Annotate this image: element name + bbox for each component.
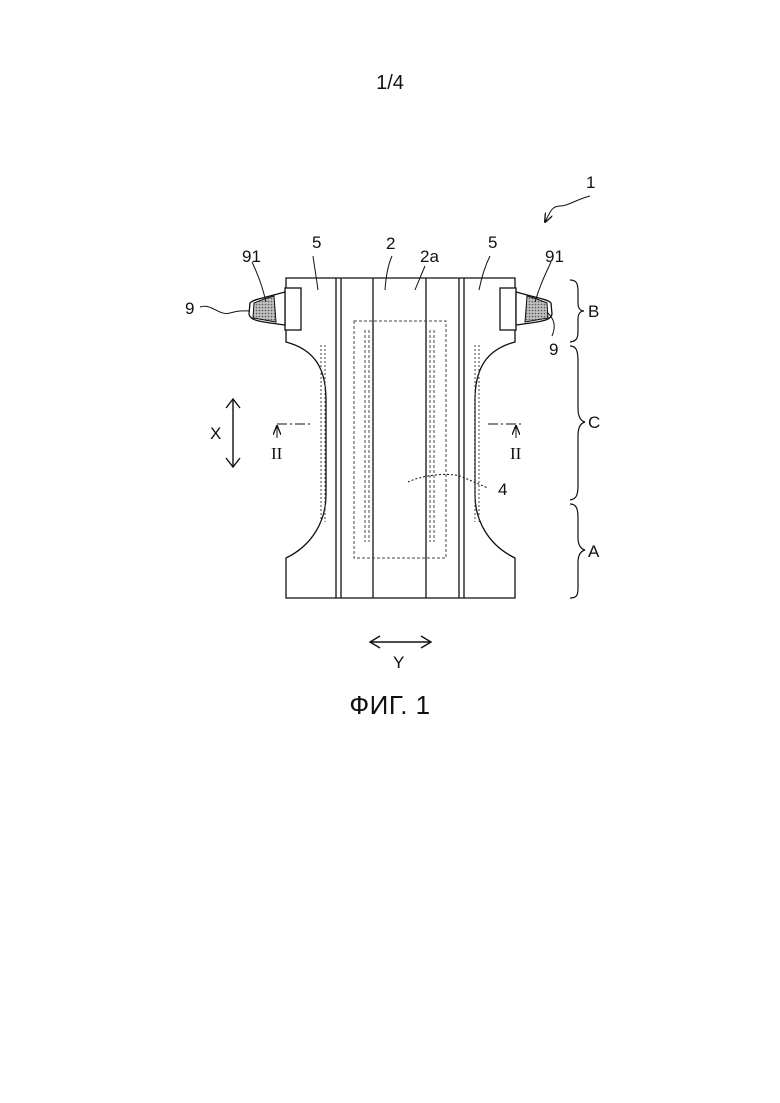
x-direction-arrow xyxy=(226,399,240,467)
label-topsheet-part: 2a xyxy=(420,247,439,266)
diaper-outline xyxy=(286,278,515,598)
y-direction-arrow xyxy=(370,636,431,648)
label-fastener-left: 9 xyxy=(185,299,194,318)
label-region-c: C xyxy=(588,413,600,432)
label-side-left: 5 xyxy=(312,233,321,252)
label-side-right: 5 xyxy=(488,233,497,252)
label-topsheet: 2 xyxy=(386,234,395,253)
longitudinal-lines xyxy=(336,278,464,598)
label-region-a: A xyxy=(588,542,600,561)
left-fastener xyxy=(249,288,301,330)
absorbent-core xyxy=(354,321,446,558)
label-direction-x: X xyxy=(210,424,221,443)
label-tab-left: 91 xyxy=(242,247,261,266)
region-braces xyxy=(570,280,585,598)
label-direction-y: Y xyxy=(393,653,404,672)
label-section-right: II xyxy=(510,444,522,463)
label-tab-right: 91 xyxy=(545,247,564,266)
label-section-left: II xyxy=(271,444,283,463)
section-line-ii xyxy=(277,424,523,438)
label-region-b: B xyxy=(588,302,599,321)
label-absorber: 4 xyxy=(498,480,507,499)
label-article-1: 1 xyxy=(586,173,595,192)
right-fastener xyxy=(500,288,552,330)
label-fastener-right: 9 xyxy=(549,340,558,359)
leg-elastics xyxy=(321,345,479,522)
figure-caption: ФИГ. 1 xyxy=(0,690,780,721)
